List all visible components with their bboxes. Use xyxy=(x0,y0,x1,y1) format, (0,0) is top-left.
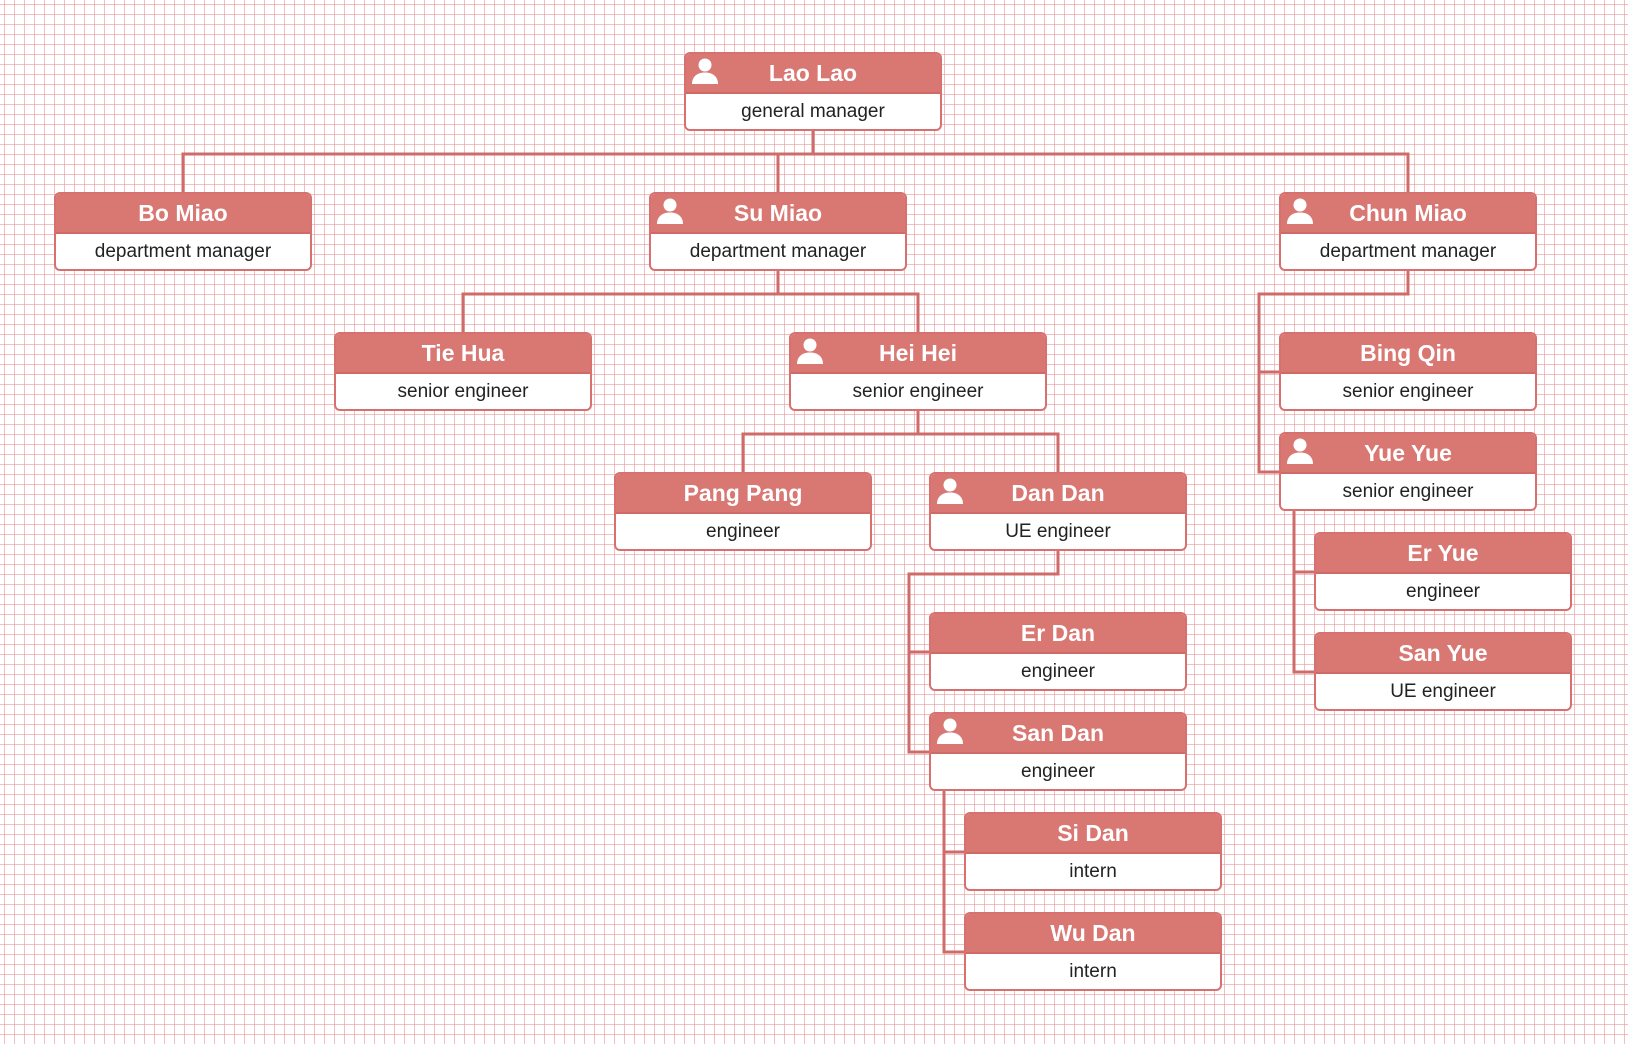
node-header: Su Miao xyxy=(651,194,905,234)
node-job-title: senior engineer xyxy=(852,381,984,402)
node-header: Bo Miao xyxy=(56,194,310,234)
node-job-title: UE engineer xyxy=(1005,521,1111,542)
node-header: San Yue xyxy=(1316,634,1570,674)
node-job-title: senior engineer xyxy=(1342,381,1474,402)
node-header: San Dan xyxy=(931,714,1185,754)
node-name: Er Yue xyxy=(1407,540,1479,566)
node-header: Yue Yue xyxy=(1281,434,1535,474)
node-header: Wu Dan xyxy=(966,914,1220,954)
node-job-title: engineer xyxy=(1021,661,1095,682)
person-icon xyxy=(937,478,963,504)
node-name: Bo Miao xyxy=(138,200,228,226)
node-name: Er Dan xyxy=(1020,620,1096,646)
org-node-chun-miao[interactable]: Chun Miao department manager xyxy=(1279,192,1537,271)
person-icon xyxy=(1287,438,1313,464)
org-node-yue-yue[interactable]: Yue Yue senior engineer xyxy=(1279,432,1537,511)
node-header: Chun Miao xyxy=(1281,194,1535,234)
node-job-title: senior engineer xyxy=(1342,481,1474,502)
node-job-title: department manager xyxy=(1319,241,1497,262)
node-name: Dan Dan xyxy=(1011,480,1105,506)
person-icon xyxy=(797,338,823,364)
node-job-title: senior engineer xyxy=(397,381,529,402)
node-job-title: UE engineer xyxy=(1390,681,1496,702)
node-name: Tie Hua xyxy=(421,340,505,366)
node-header: Dan Dan xyxy=(931,474,1185,514)
node-name: Wu Dan xyxy=(1050,920,1136,946)
node-job-title: engineer xyxy=(1021,761,1095,782)
node-header: Hei Hei xyxy=(791,334,1045,374)
node-header: Tie Hua xyxy=(336,334,590,374)
org-node-san-yue[interactable]: San Yue UE engineer xyxy=(1314,632,1572,711)
node-name: Su Miao xyxy=(733,200,823,226)
org-node-tie-hua[interactable]: Tie Hua senior engineer xyxy=(334,332,592,411)
node-name: Lao Lao xyxy=(768,60,858,86)
node-job-title: department manager xyxy=(94,241,272,262)
org-node-san-dan[interactable]: San Dan engineer xyxy=(929,712,1187,791)
node-job-title: intern xyxy=(1069,861,1117,882)
node-job-title: intern xyxy=(1069,961,1117,982)
node-header: Pang Pang xyxy=(616,474,870,514)
org-node-er-dan[interactable]: Er Dan engineer xyxy=(929,612,1187,691)
node-name: Yue Yue xyxy=(1364,440,1452,466)
person-icon xyxy=(1287,198,1313,224)
org-node-pang-pang[interactable]: Pang Pang engineer xyxy=(614,472,872,551)
org-node-dan-dan[interactable]: Dan Dan UE engineer xyxy=(929,472,1187,551)
node-job-title: department manager xyxy=(689,241,867,262)
node-header: Lao Lao xyxy=(686,54,940,94)
node-name: San Yue xyxy=(1398,640,1488,666)
person-icon xyxy=(657,198,683,224)
node-name: Si Dan xyxy=(1057,820,1129,846)
org-node-er-yue[interactable]: Er Yue engineer xyxy=(1314,532,1572,611)
node-name: Pang Pang xyxy=(683,480,803,506)
org-node-wu-dan[interactable]: Wu Dan intern xyxy=(964,912,1222,991)
node-name: Hei Hei xyxy=(879,340,957,366)
org-node-si-dan[interactable]: Si Dan intern xyxy=(964,812,1222,891)
node-job-title: engineer xyxy=(1406,581,1480,602)
node-name: San Dan xyxy=(1011,720,1105,746)
node-header: Si Dan xyxy=(966,814,1220,854)
node-name: Bing Qin xyxy=(1360,340,1456,366)
org-node-hei-hei[interactable]: Hei Hei senior engineer xyxy=(789,332,1047,411)
node-job-title: general manager xyxy=(741,101,885,122)
org-node-bo-miao[interactable]: Bo Miao department manager xyxy=(54,192,312,271)
node-header: Er Dan xyxy=(931,614,1185,654)
node-job-title: engineer xyxy=(706,521,780,542)
node-name: Chun Miao xyxy=(1349,200,1467,226)
person-icon xyxy=(937,718,963,744)
person-icon xyxy=(692,58,718,84)
org-node-bing-qin[interactable]: Bing Qin senior engineer xyxy=(1279,332,1537,411)
org-node-su-miao[interactable]: Su Miao department manager xyxy=(649,192,907,271)
org-node-lao-lao[interactable]: Lao Lao general manager xyxy=(684,52,942,131)
node-header: Bing Qin xyxy=(1281,334,1535,374)
node-header: Er Yue xyxy=(1316,534,1570,574)
